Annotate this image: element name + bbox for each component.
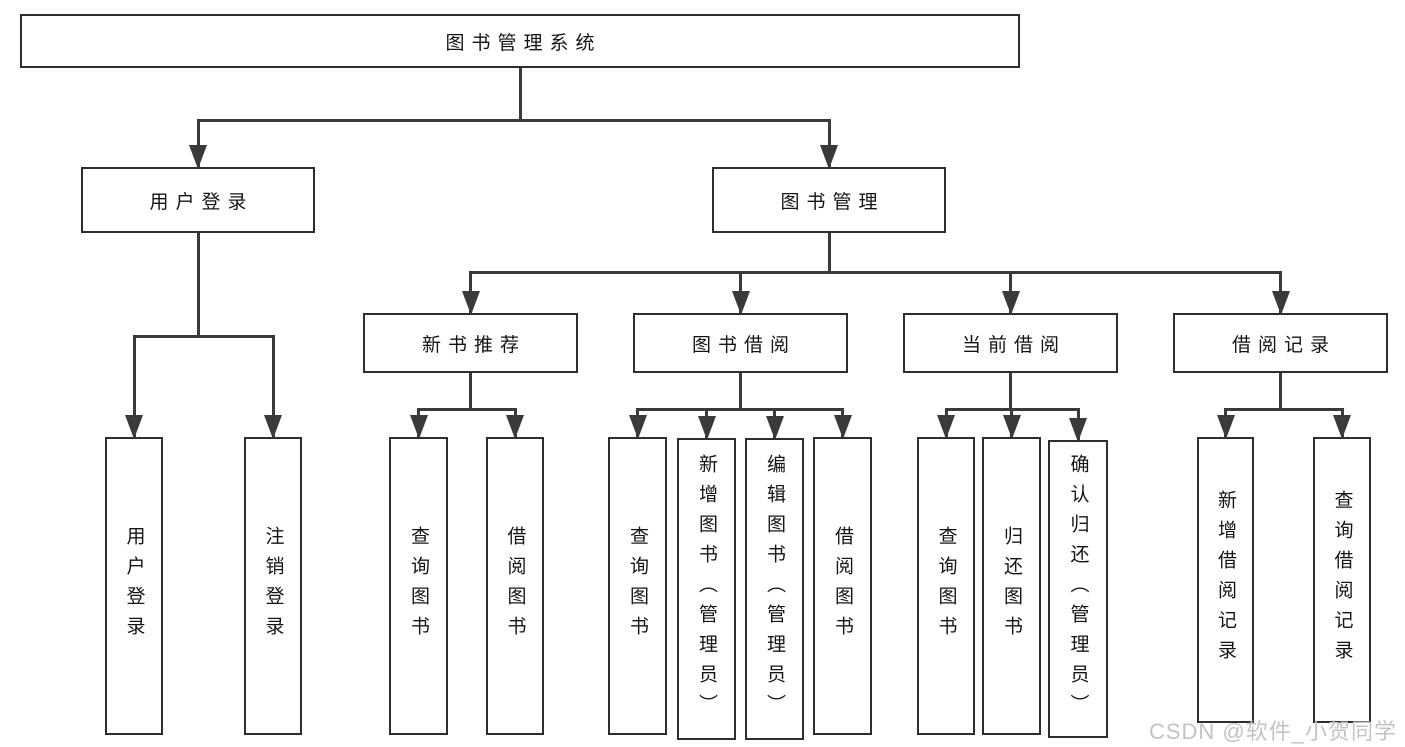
arrow-down-icon (264, 415, 282, 439)
node-label: 图书管理系统 (445, 32, 602, 54)
arrow-down-icon (1333, 415, 1351, 439)
connector-line (132, 335, 275, 338)
node-label: 新书推荐 (421, 334, 526, 356)
node-leaf-bb-edit: 编辑图书（管理员） (745, 438, 804, 740)
connector-line (196, 119, 200, 169)
connector-line (636, 408, 844, 411)
node-leaf-logout: 注销登录 (244, 437, 302, 735)
csdn-watermark: CSDN @软件_小贺同学 (1148, 719, 1397, 744)
node-label: 编辑图书（管理员） (764, 454, 785, 724)
node-leaf-br-query: 查询借阅记录 (1313, 437, 1371, 723)
connector-line (132, 335, 136, 439)
node-leaf-cb-query: 查询图书 (917, 437, 975, 735)
node-current-borrow: 当前借阅 (903, 313, 1118, 373)
connector-line (1009, 373, 1012, 411)
node-label: 借阅图书 (504, 526, 526, 646)
connector-line (469, 271, 1282, 274)
node-label: 借阅记录 (1231, 334, 1336, 356)
node-leaf-br-add: 新增借阅记录 (1197, 437, 1254, 723)
node-borrow-records: 借阅记录 (1173, 313, 1388, 373)
node-new-book-rec: 新书推荐 (363, 313, 578, 373)
node-leaf-cb-confirm: 确认归还（管理员） (1048, 440, 1108, 738)
node-leaf-bb-borrow: 借阅图书 (813, 437, 872, 735)
arrow-down-icon (1002, 415, 1021, 439)
connector-line (196, 233, 200, 338)
node-label: 注销登录 (262, 526, 284, 646)
arrow-down-icon (765, 416, 784, 440)
arrow-down-icon (1271, 291, 1290, 315)
node-leaf-rec-query: 查询图书 (389, 437, 448, 735)
node-label: 查询图书 (627, 526, 648, 646)
node-label: 用户登录 (149, 191, 254, 213)
arrow-down-icon (820, 145, 838, 169)
connector-line (469, 373, 472, 411)
connector-line (1224, 408, 1344, 411)
connector-line (417, 408, 517, 411)
node-leaf-rec-borrow: 借阅图书 (486, 437, 544, 735)
node-label: 当前借阅 (961, 334, 1066, 356)
arrow-down-icon (409, 415, 428, 439)
arrow-down-icon (833, 415, 852, 439)
arrow-down-icon (731, 291, 750, 315)
node-label: 图书借阅 (691, 334, 796, 356)
arrow-down-icon (125, 415, 143, 439)
node-label: 新增借阅记录 (1215, 490, 1236, 670)
connector-line (1279, 373, 1282, 411)
node-label: 查询借阅记录 (1331, 490, 1353, 670)
node-label: 用户登录 (123, 526, 145, 646)
connector-line (196, 119, 831, 122)
node-root: 图书管理系统 (20, 14, 1020, 68)
connector-line (827, 119, 831, 169)
node-user-login: 用户登录 (81, 167, 315, 233)
node-leaf-user-login: 用户登录 (105, 437, 163, 735)
node-label: 归还图书 (1001, 526, 1022, 646)
node-label: 新增图书（管理员） (696, 454, 717, 724)
connector-line (518, 68, 522, 122)
node-label: 图书管理 (780, 191, 885, 213)
connector-line (271, 335, 275, 439)
node-book-borrow: 图书借阅 (633, 313, 848, 373)
connector-line (739, 373, 742, 411)
node-leaf-cb-return: 归还图书 (982, 437, 1041, 735)
node-label: 查询图书 (408, 526, 429, 646)
node-leaf-bb-add: 新增图书（管理员） (677, 438, 736, 740)
arrow-down-icon (697, 416, 716, 440)
arrow-down-icon (1216, 415, 1235, 439)
arrow-down-icon (189, 145, 207, 169)
connector-line (827, 233, 831, 274)
arrow-down-icon (506, 415, 524, 439)
arrow-down-icon (937, 415, 955, 439)
arrow-down-icon (628, 415, 647, 439)
node-leaf-bb-query: 查询图书 (608, 437, 667, 735)
node-label: 借阅图书 (832, 526, 853, 646)
node-label: 查询图书 (935, 526, 957, 646)
arrow-down-icon (461, 291, 480, 315)
node-book-mgmt: 图书管理 (712, 167, 946, 233)
node-label: 确认归还（管理员） (1067, 454, 1089, 724)
arrow-down-icon (1001, 291, 1020, 315)
arrow-down-icon (1069, 418, 1087, 442)
